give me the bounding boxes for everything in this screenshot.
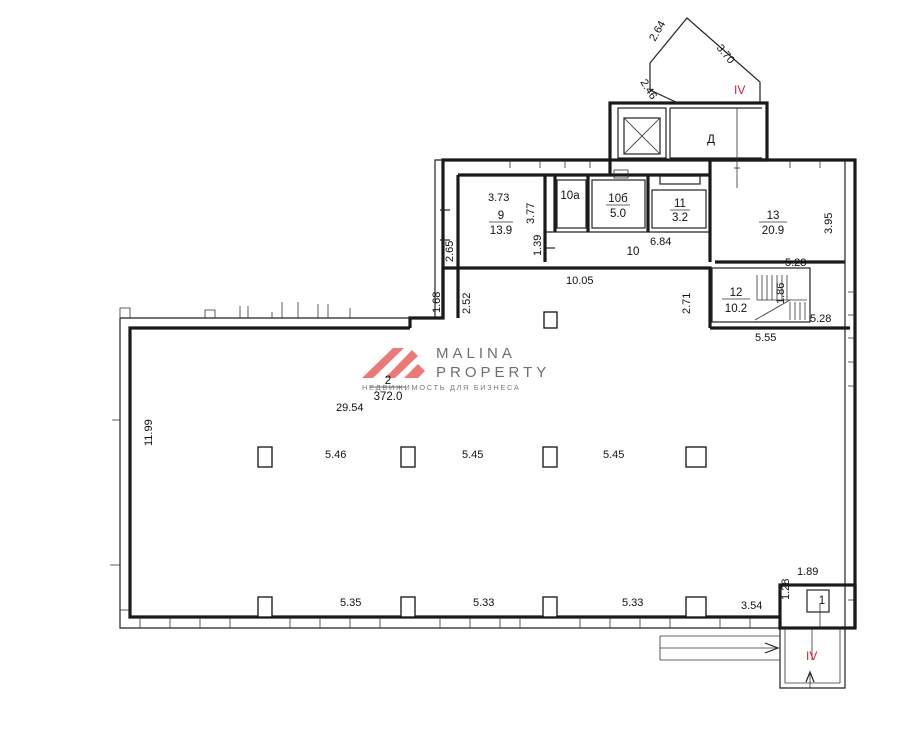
column: [685, 446, 707, 468]
dim-3-95: 3.95: [823, 213, 835, 234]
room-12-area: 10.2: [725, 303, 747, 315]
dim-3-70: 3.70: [714, 42, 737, 66]
room-10-number: 10: [627, 246, 640, 258]
room-11-area: 3.2: [672, 212, 688, 224]
room-labels: Д 9 13.9 10а 10б 5.0 11 3.2 10 13 20.9 1…: [370, 134, 825, 607]
room-9-area: 13.9: [490, 225, 512, 237]
brand-line1: MALINA: [436, 345, 516, 362]
dim-5-33-b: 5.33: [622, 597, 643, 609]
dim-5-33-a: 5.33: [473, 597, 494, 609]
room-10a-number: 10а: [560, 190, 580, 202]
dim-5-45-a: 5.45: [462, 449, 483, 461]
dim-2-64: 2.64: [647, 19, 668, 44]
dim-5-28-top: 5.28: [785, 257, 806, 269]
entry-ramp: [649, 17, 761, 104]
column: [542, 446, 558, 468]
room-2-number: 2: [385, 375, 391, 387]
room-13-number: 13: [767, 210, 780, 222]
column: [257, 446, 273, 468]
room-1-number: 1: [819, 595, 825, 607]
room-D-number: Д: [707, 134, 715, 146]
brand-line2: PROPERTY: [436, 364, 550, 381]
room-9-number: 9: [498, 210, 504, 222]
dim-3-54: 3.54: [741, 600, 762, 612]
columns: [257, 311, 707, 618]
room-12-number: 12: [730, 287, 743, 299]
dim-5-55: 5.55: [755, 332, 776, 344]
dim-5-35: 5.35: [340, 597, 361, 609]
room-11-number: 11: [674, 198, 686, 210]
dim-6-84: 6.84: [650, 236, 671, 248]
lift-block: [608, 101, 769, 188]
main-hall-walls: [119, 159, 850, 629]
room-13-area: 20.9: [762, 225, 784, 237]
column: [685, 596, 707, 618]
dim-29-54: 29.54: [336, 402, 364, 414]
dim-3-73: 3.73: [488, 192, 509, 204]
dim-1-68: 1.68: [431, 292, 443, 313]
dim-2-52: 2.52: [461, 293, 473, 314]
column: [257, 596, 273, 618]
column: [400, 446, 416, 468]
dim-10-05: 10.05: [566, 275, 594, 287]
dim-1-39: 1.39: [532, 235, 544, 256]
bottom-wall-windows: [120, 609, 751, 628]
axis-mark-top: IV: [734, 83, 745, 97]
dim-3-77: 3.77: [525, 203, 537, 224]
top-wall-details: [110, 302, 351, 566]
axis-mark-bottom: IV: [806, 649, 817, 663]
dim-2-71: 2.71: [681, 293, 693, 314]
right-wall-ticks: [848, 291, 855, 601]
malina-logo-icon: [362, 348, 425, 378]
service-rooms-walls: [440, 158, 712, 318]
room1-walls: [659, 583, 857, 689]
dim-2-65: 2.65: [444, 241, 456, 262]
column: [400, 596, 416, 618]
dim-1-28: 1.28: [780, 579, 792, 600]
brand-tagline: НЕДВИЖИМОСТЬ ДЛЯ БИЗНЕСА: [362, 383, 520, 392]
dim-1-89: 1.89: [797, 566, 818, 578]
watermark: MALINA PROPERTY НЕДВИЖИМОСТЬ ДЛЯ БИЗНЕСА: [362, 345, 550, 392]
dim-11-99: 11.99: [143, 419, 155, 446]
room13-walls: [708, 158, 857, 628]
column: [543, 311, 558, 329]
room-2-area: 372.0: [374, 391, 403, 403]
dim-1-86: 1.86: [775, 283, 787, 304]
room-10b-area: 5.0: [610, 208, 626, 220]
room-10b-number: 10б: [608, 193, 628, 205]
column: [542, 596, 558, 618]
dim-5-46: 5.46: [325, 449, 346, 461]
stairs: [754, 275, 807, 321]
dim-2-46: 2.46: [637, 77, 659, 102]
dim-5-28-bottom: 5.28: [810, 313, 831, 325]
dim-5-45-b: 5.45: [603, 449, 624, 461]
